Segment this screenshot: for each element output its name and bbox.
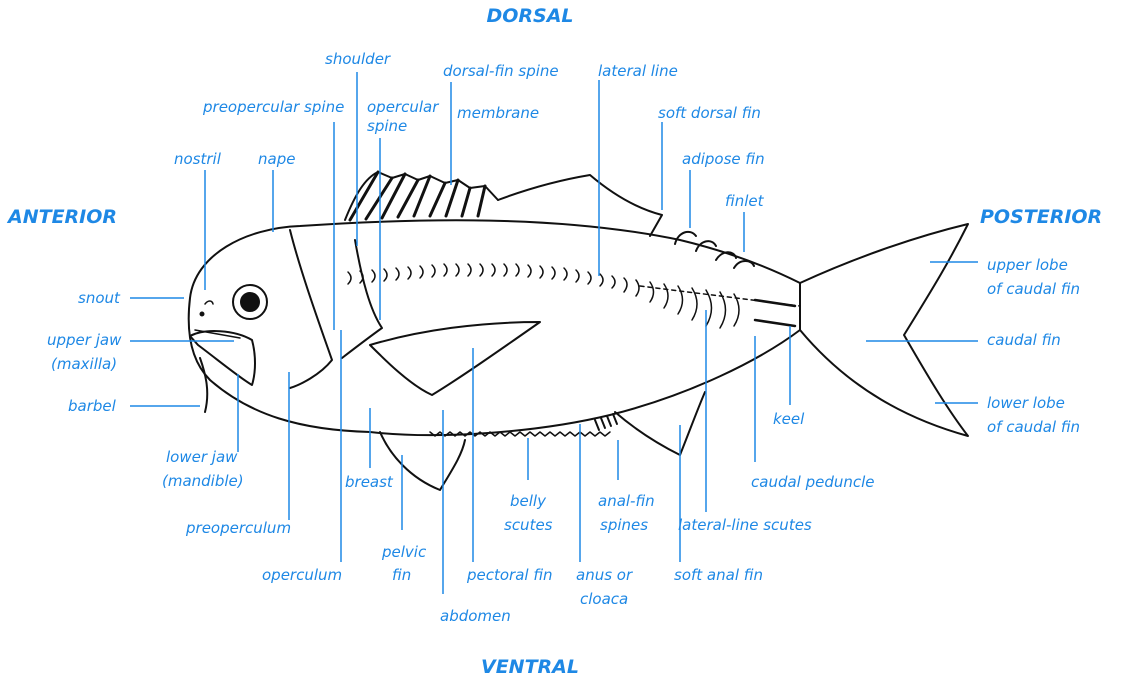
label-shoulder: shoulder [325,50,390,68]
label-barbel: barbel [68,397,116,415]
label-abdomen: abdomen [440,607,511,625]
label-lateral-line: lateral line [598,62,678,80]
label-nostril: nostril [174,150,221,168]
label-pelvic-fin-1: pelvic [382,543,426,561]
label-lower-lobe-2: of caudal fin [987,418,1080,436]
label-caudal-peduncle: caudal peduncle [751,473,875,491]
label-preoperculum: preoperculum [186,519,291,537]
label-anal-fin-spines-2: spines [600,516,648,534]
label-snout: snout [78,289,120,307]
label-anus-1: anus or [576,566,632,584]
label-pelvic-fin-2: fin [392,566,411,584]
preoperculum-edge [290,230,332,388]
label-dorsal-fin-spine: dorsal-fin spine [443,62,559,80]
label-opercular-spine-1: opercular [367,98,438,116]
nostril-mark [205,301,213,304]
label-caudal-fin: caudal fin [987,331,1061,349]
label-belly-scutes-1: belly [510,492,546,510]
caudal-keels [755,300,795,326]
label-upper-lobe-1: upper lobe [987,256,1068,274]
label-belly-scutes-2: scutes [504,516,553,534]
soft-anal-fin [615,392,705,455]
posterior-label: POSTERIOR [980,206,1102,228]
label-finlet: finlet [725,192,763,210]
label-preopercular-spine: preopercular spine [203,98,344,116]
barbel [200,358,207,412]
label-pectoral-fin: pectoral fin [467,566,553,584]
anterior-label: ANTERIOR [8,206,117,228]
operculum-edge [342,240,382,358]
label-soft-anal-fin: soft anal fin [674,566,763,584]
label-anus-2: cloaca [580,590,628,608]
label-lateral-line-scutes: lateral-line scutes [678,516,812,534]
lateral-line-scales [348,264,800,328]
label-anal-fin-spines-1: anal-fin [598,492,655,510]
label-lower-jaw-1: lower jaw [166,448,237,466]
label-opercular-spine-2: spine [367,117,407,135]
label-operculum: operculum [262,566,342,584]
label-upper-jaw-2: (maxilla) [51,355,117,373]
label-breast: breast [345,473,393,491]
label-adipose-fin: adipose fin [682,150,765,168]
label-upper-jaw-1: upper jaw [47,331,121,349]
soft-dorsal-fin [498,175,662,236]
pectoral-fin [370,322,540,395]
label-nape: nape [258,150,295,168]
ventral-label: VENTRAL [470,656,590,678]
label-lower-lobe-1: lower lobe [987,394,1065,412]
label-lower-jaw-2: (mandible) [162,472,244,490]
caudal-fin-shape [800,224,968,436]
dorsal-label: DORSAL [470,5,590,27]
label-soft-dorsal-fin: soft dorsal fin [658,104,761,122]
label-keel: keel [773,410,804,428]
fish-body-outline [189,220,800,435]
label-membrane: membrane [457,104,539,122]
label-upper-lobe-2: of caudal fin [987,280,1080,298]
